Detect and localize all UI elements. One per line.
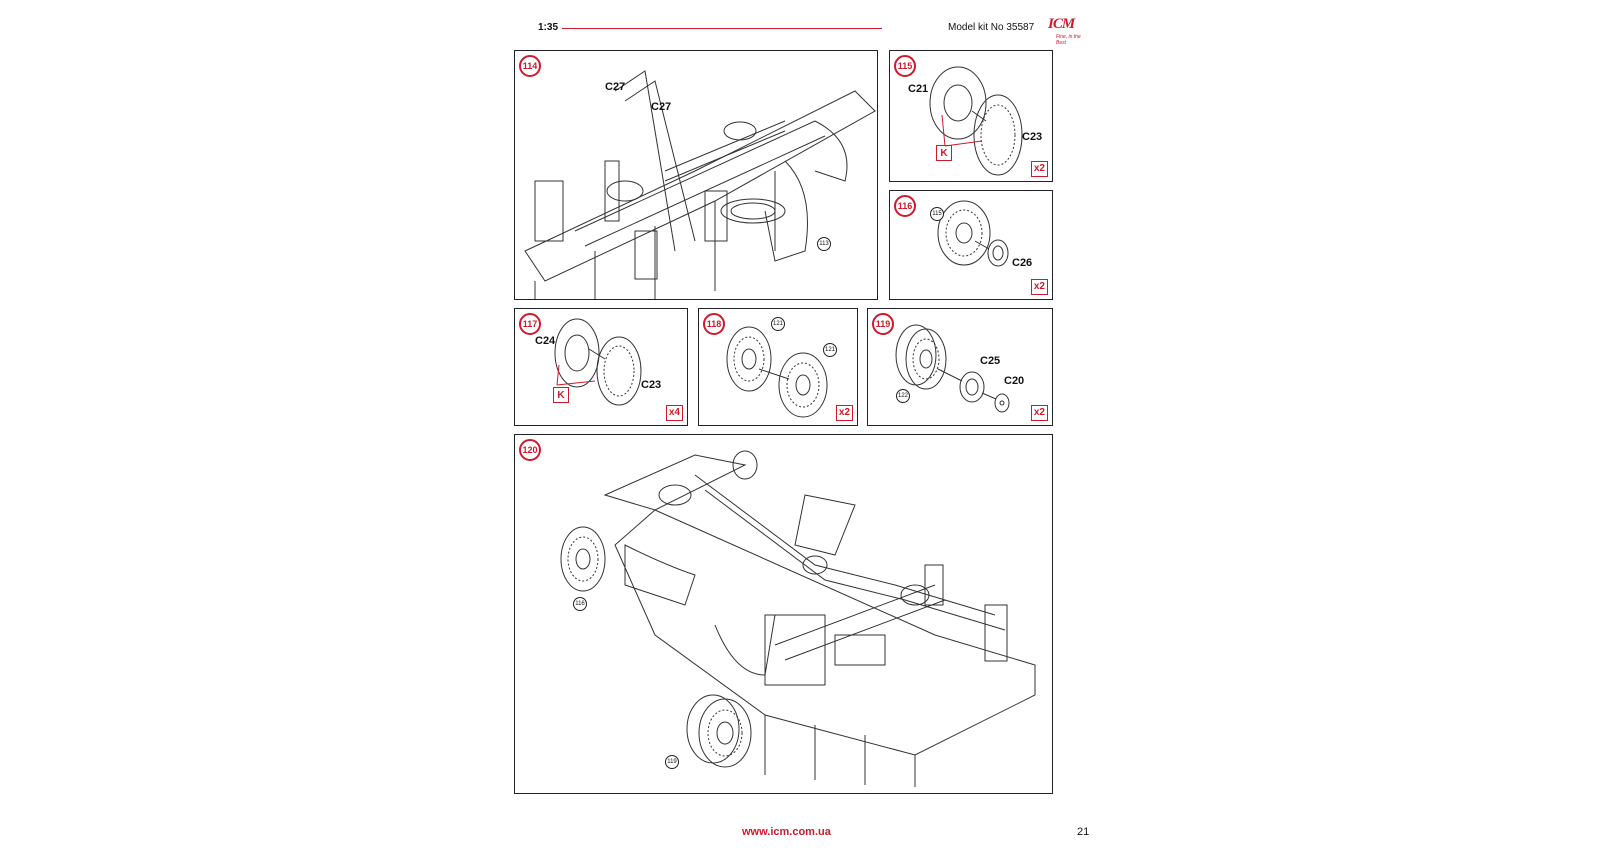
ref-121-a: 121 [771, 317, 785, 331]
ref-121-b: 121 [823, 343, 837, 357]
multiplier-x2: x2 [1030, 279, 1048, 295]
step-120-panel: 120 116 119 [514, 434, 1053, 794]
label-c21: C21 [908, 83, 929, 95]
ref-122: 122 [896, 389, 910, 403]
step-117-badge: 117 [519, 313, 541, 335]
step-116-drawing [937, 200, 1009, 267]
step-118-panel: 118 121 121 x2 [698, 308, 858, 426]
scale-label: 1:35 [538, 22, 559, 33]
kit-number: Model kit No 35587 [948, 22, 1035, 33]
icm-logo: ICM Fine, in the Best [1048, 16, 1081, 46]
label-c23: C23 [641, 379, 662, 391]
label-c23: C23 [1022, 131, 1043, 143]
step-114-panel: 114 C27 C27 113 [514, 50, 878, 300]
step-115-panel: 115 C21 C23 K x2 [889, 50, 1053, 182]
step-118-badge: 118 [703, 313, 725, 335]
ref-119: 119 [665, 755, 679, 769]
label-c24: C24 [535, 335, 556, 347]
website-link[interactable]: www.icm.com.ua [742, 826, 831, 838]
k-marker: K [553, 387, 569, 403]
step-116-badge: 116 [894, 195, 916, 217]
multiplier-x2: x2 [1030, 405, 1048, 421]
step-120-drawing [560, 450, 1036, 787]
label-c25: C25 [980, 355, 1001, 367]
step-115-badge: 115 [894, 55, 916, 77]
multiplier-x4: x4 [665, 405, 683, 421]
label-c27-b: C27 [651, 101, 672, 113]
step-114-drawing [524, 70, 876, 299]
k-marker: K [936, 145, 952, 161]
ref-116: 116 [573, 597, 587, 611]
step-114-badge: 114 [519, 55, 541, 77]
step-119-panel: 119 C25 C20 122 x2 [867, 308, 1053, 426]
step-118-drawing [726, 326, 828, 418]
label-c27-a: C27 [605, 81, 626, 93]
multiplier-x2: x2 [835, 405, 853, 421]
header-rule [562, 28, 882, 29]
step-119-badge: 119 [872, 313, 894, 335]
label-c26: C26 [1012, 257, 1033, 269]
step-117-panel: 117 C24 C23 K x4 [514, 308, 688, 426]
step-119-drawing [895, 324, 1010, 413]
step-116-panel: 116 115 C26 x2 [889, 190, 1053, 300]
ref-113: 113 [817, 237, 831, 251]
label-c20: C20 [1004, 375, 1025, 387]
multiplier-x2: x2 [1030, 161, 1048, 177]
instruction-page: 1:35 Model kit No 35587 ICM Fine, in the… [514, 0, 1095, 850]
ref-115: 115 [930, 207, 944, 221]
step-117-drawing [554, 318, 642, 406]
page-number: 21 [1077, 826, 1090, 838]
step-120-badge: 120 [519, 439, 541, 461]
